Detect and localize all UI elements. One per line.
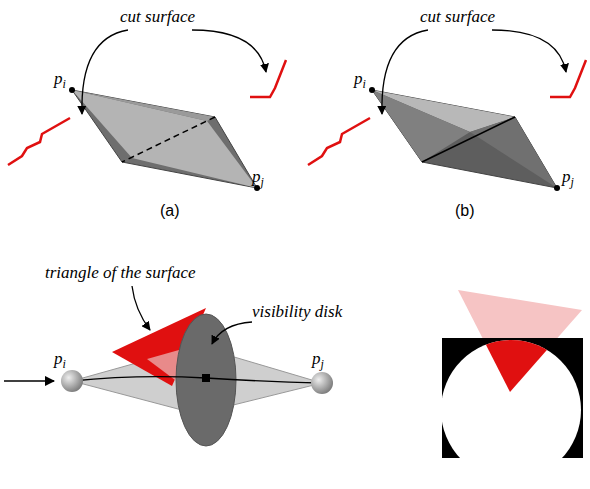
cut-surface-lines-a — [8, 60, 286, 165]
callout-label: cut surface — [120, 8, 195, 27]
callout-label: cut surface — [420, 8, 495, 27]
point-label: pi — [54, 70, 66, 91]
callout-label: visibility disk — [252, 303, 342, 322]
disk-view — [441, 290, 583, 480]
panel-label: (a) — [160, 202, 180, 220]
point-label: pj — [252, 168, 264, 189]
point-label: pj — [562, 168, 574, 189]
point-label: pi — [54, 350, 66, 371]
cut-surface-lines-b — [308, 60, 586, 165]
point-label: pj — [312, 350, 324, 371]
point-label: pi — [354, 70, 366, 91]
octahedron-a — [69, 87, 260, 191]
leader-arrows-a — [82, 30, 266, 114]
leader-arrows-b — [382, 30, 566, 114]
callout-label: triangle of the surface — [45, 264, 196, 283]
panel-label: (b) — [455, 202, 475, 220]
octahedron-b — [369, 87, 560, 191]
